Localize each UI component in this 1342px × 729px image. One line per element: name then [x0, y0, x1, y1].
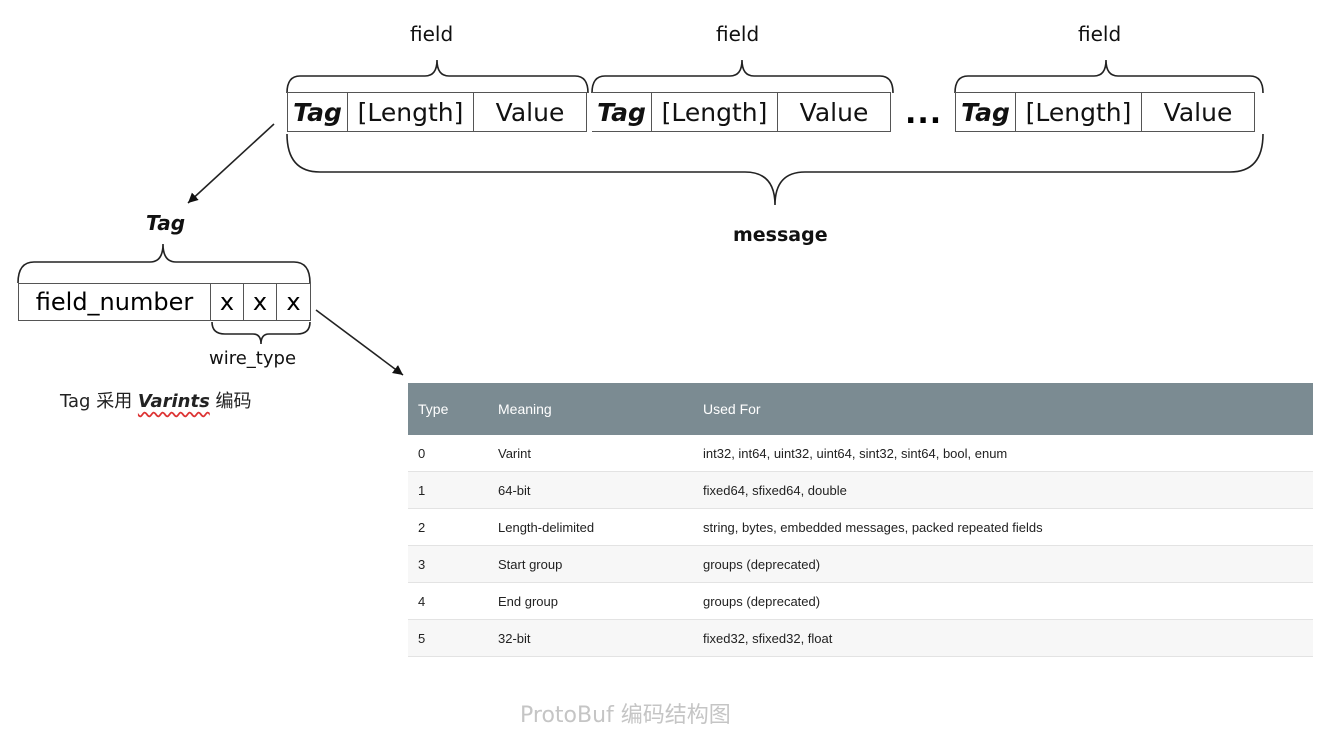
caption-prefix: Tag 采用 — [60, 391, 138, 412]
diagram-lines — [17, 59, 1264, 376]
header-type: Type — [408, 383, 488, 435]
table-header-row: Type Meaning Used For — [408, 383, 1313, 435]
message-label: message — [733, 224, 828, 246]
message-brace — [286, 133, 1264, 206]
field-number-cell: field_number — [19, 284, 211, 320]
type-cell: 3 — [408, 545, 488, 583]
field-label-2: field — [716, 22, 760, 46]
length-cell: [Length] — [1016, 93, 1142, 131]
type-cell: 2 — [408, 508, 488, 546]
table-row: 2 Length-delimited string, bytes, embedd… — [408, 508, 1313, 546]
type-cell: 4 — [408, 582, 488, 620]
header-meaning: Meaning — [488, 383, 693, 435]
value-cell: Value — [495, 97, 565, 127]
used-for-cell: fixed32, sfixed32, float — [693, 619, 1313, 657]
wire-bit-cell: x — [244, 284, 277, 320]
field-box-3: Tag [Length] Value — [955, 92, 1255, 132]
type-cell: 1 — [408, 471, 488, 509]
table-row: 4 End group groups (deprecated) — [408, 582, 1313, 620]
field-brace-2 — [591, 59, 894, 94]
caption-suffix: 编码 — [209, 391, 252, 412]
meaning-cell: End group — [488, 582, 693, 620]
used-for-cell: string, bytes, embedded messages, packed… — [693, 508, 1313, 546]
field-brace-3 — [954, 59, 1264, 94]
wire-type-label: wire_type — [209, 348, 297, 369]
table-row: 5 32-bit fixed32, sfixed32, float — [408, 619, 1313, 657]
tag-cell: Tag — [956, 93, 1016, 131]
tag-cell: Tag — [288, 93, 348, 131]
header-used-for: Used For — [693, 383, 1313, 435]
used-for-cell: groups (deprecated) — [693, 582, 1313, 620]
tag-box: field_number x x x — [18, 283, 311, 321]
length-cell: [Length] — [652, 93, 778, 131]
wire-bit-cell: x — [286, 288, 301, 316]
type-cell: 5 — [408, 619, 488, 657]
arrow-to-table — [315, 309, 404, 376]
meaning-cell: Varint — [488, 435, 693, 472]
field-box-1: Tag [Length] Value — [287, 92, 587, 132]
used-for-cell: groups (deprecated) — [693, 545, 1313, 583]
field-label-3: field — [1078, 22, 1122, 46]
meaning-cell: Start group — [488, 545, 693, 583]
tag-cell: Tag — [592, 93, 652, 131]
value-cell: Value — [1163, 97, 1233, 127]
wire-type-table: Type Meaning Used For 0 Varint int32, in… — [408, 383, 1313, 657]
wire-type-brace — [211, 321, 311, 345]
field-brace-1 — [286, 59, 589, 94]
tag-title: Tag — [146, 211, 186, 235]
table-row: 0 Varint int32, int64, uint32, uint64, s… — [408, 435, 1313, 472]
varints-text: Varints — [137, 391, 210, 412]
tag-encoding-caption: Tag 采用 Varints 编码 — [60, 387, 252, 413]
used-for-cell: fixed64, sfixed64, double — [693, 471, 1313, 509]
figure-caption: ProtoBuf 编码结构图 — [520, 703, 731, 728]
table-row: 1 64-bit fixed64, sfixed64, double — [408, 471, 1313, 509]
type-cell: 0 — [408, 435, 488, 472]
meaning-cell: Length-delimited — [488, 508, 693, 546]
used-for-cell: int32, int64, uint32, uint64, sint32, si… — [693, 435, 1313, 472]
value-cell: Value — [799, 97, 869, 127]
arrow-to-tag — [187, 123, 275, 204]
wire-bit-cell: x — [211, 284, 244, 320]
tag-brace — [17, 243, 311, 284]
meaning-cell: 32-bit — [488, 619, 693, 657]
length-cell: [Length] — [348, 93, 474, 131]
field-label-1: field — [410, 22, 454, 46]
table-row: 3 Start group groups (deprecated) — [408, 545, 1313, 583]
meaning-cell: 64-bit — [488, 471, 693, 509]
field-box-2: Tag [Length] Value — [592, 92, 891, 132]
ellipsis: ... — [905, 96, 943, 131]
